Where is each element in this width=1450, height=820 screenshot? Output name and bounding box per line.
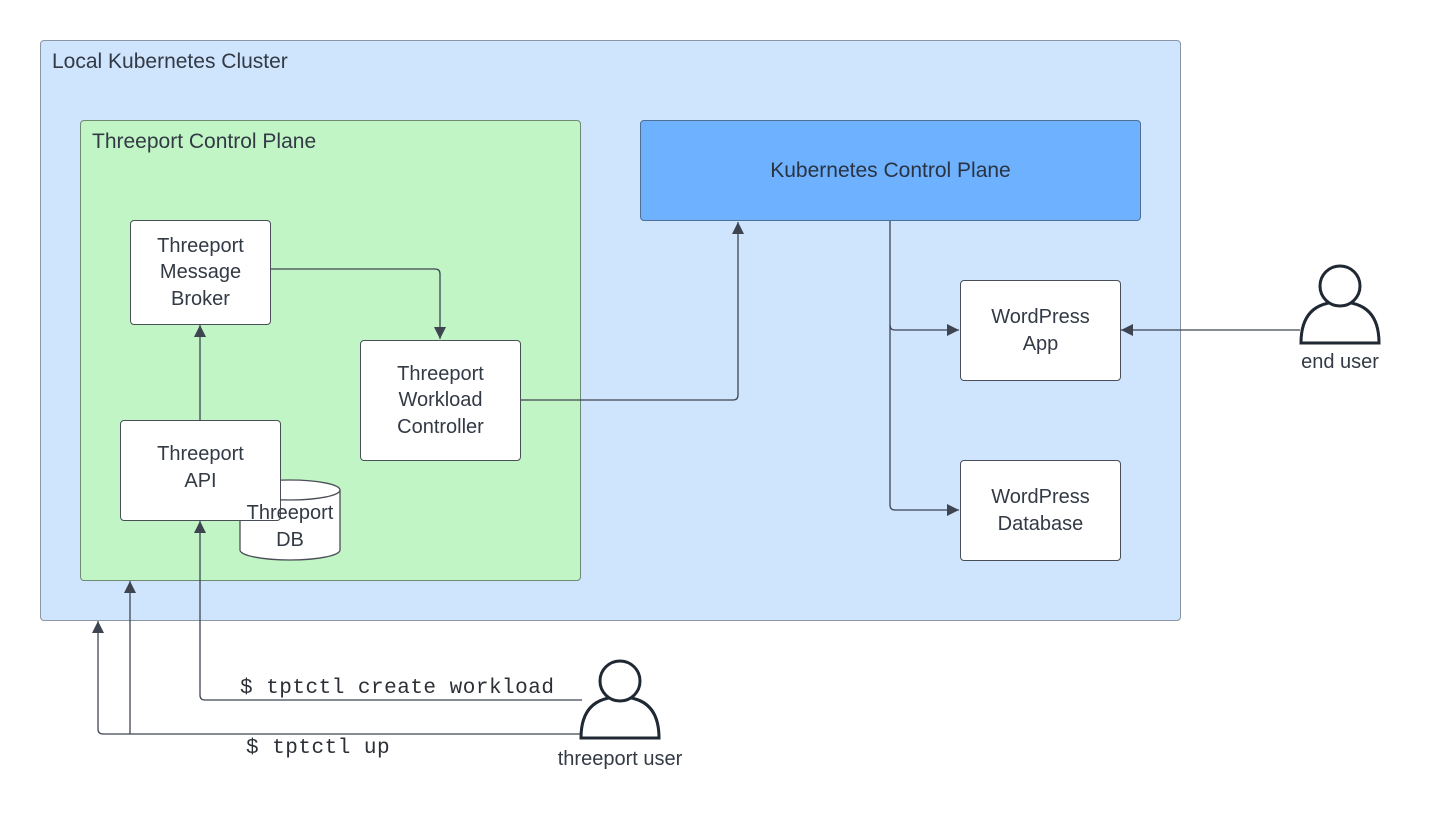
edge-broker-to-controller (270, 268, 446, 339)
threeport-message-broker-box: Threeport Message Broker (130, 220, 271, 325)
threeport-user-icon (579, 659, 661, 740)
threeport-workload-controller-box: Threeport Workload Controller (360, 340, 521, 461)
threeport-user-label: threeport user (557, 748, 683, 770)
cluster-title: Local Kubernetes Cluster (52, 50, 288, 73)
edge-k8s-to-wp-db (889, 325, 959, 516)
tptctl-up-command: $ tptctl up (246, 737, 391, 760)
create-workload-command: $ tptctl create workload (240, 677, 555, 700)
end-user-icon (1299, 264, 1381, 345)
threeport-db-label: Threeport DB (246, 502, 334, 551)
end-user-label: end user (1301, 351, 1379, 373)
edge-controller-to-k8s (520, 222, 744, 401)
kubernetes-control-plane-title: Kubernetes Control Plane (770, 158, 1011, 182)
kubernetes-control-plane: Kubernetes Control Plane (640, 120, 1141, 221)
edge-k8s-to-wp-app (889, 221, 959, 336)
wordpress-database-box: WordPress Database (960, 460, 1121, 561)
edge-create-workload (194, 521, 582, 701)
threeport-control-plane-title: Threeport Control Plane (92, 130, 317, 153)
threeport-api-box: Threeport API (120, 420, 281, 521)
wordpress-app-box: WordPress App (960, 280, 1121, 381)
edge-tptctl-up-to-cluster (92, 621, 582, 735)
